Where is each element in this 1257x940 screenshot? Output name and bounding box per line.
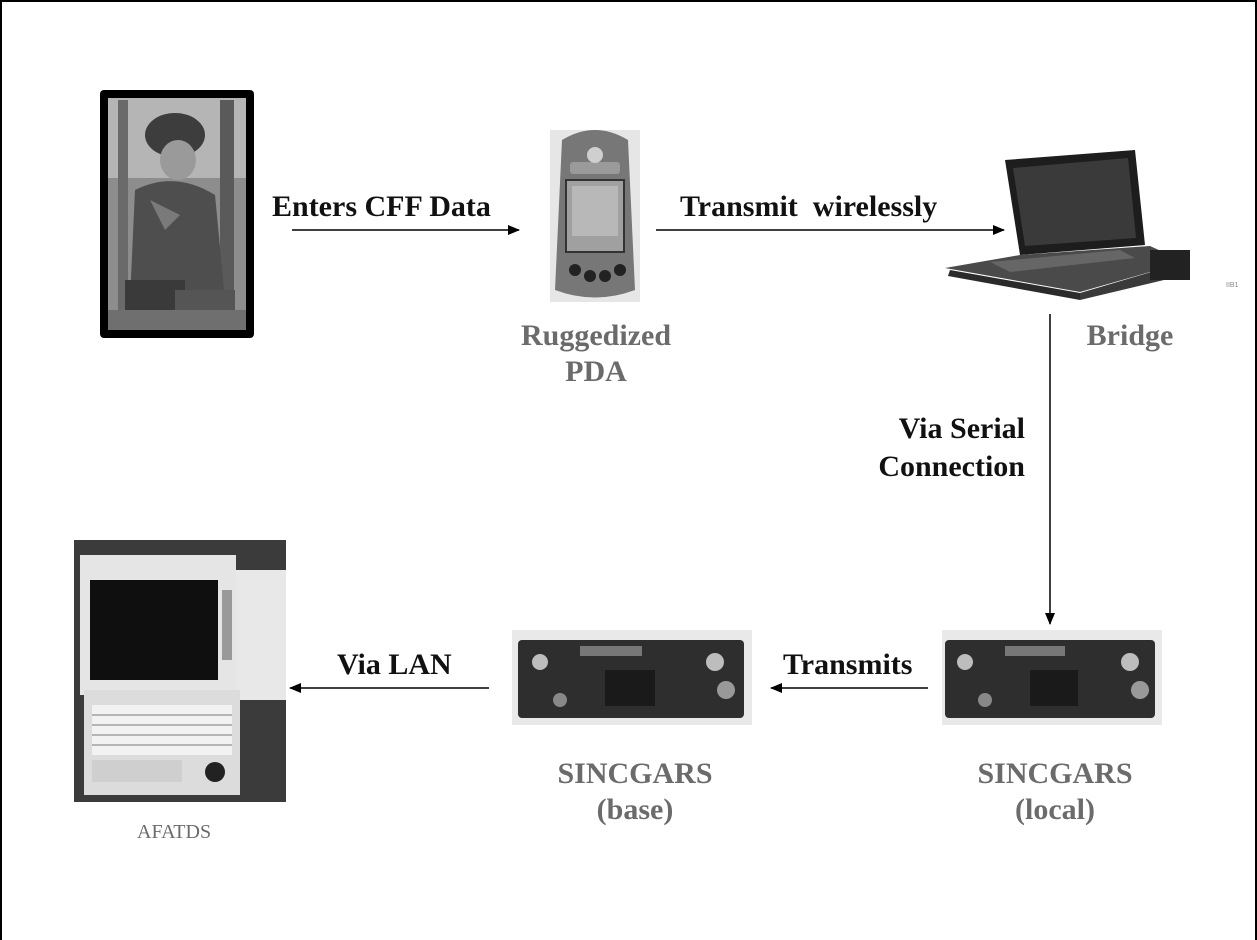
pda-photo [550,130,640,302]
radio-photo [942,630,1162,725]
node-label-bridge-text: Bridge [1086,319,1174,352]
edge-label-via-serial: Via Serial Connection [878,410,1025,486]
node-label-sincgars-base-line2: (base) [596,793,674,826]
edge-label-transmits: Transmits [783,648,913,681]
node-label-sincgars-base-line1: SINCGARS [557,757,713,790]
edge-label-via-lan: Via LAN [337,648,452,681]
soldier-photo [100,90,254,338]
edge-label-transmit-wireless: Transmit wirelessly [680,190,938,223]
node-label-bridge: Bridge [1070,318,1190,354]
node-label-pda-line1: Ruggedized [521,319,671,352]
node-label-sincgars-local-line1: SINCGARS [977,757,1133,790]
laptop-mark: IIB1 [1226,282,1239,289]
node-label-sincgars-base: SINCGARS (base) [540,756,730,828]
node-label-pda-line2: PDA [565,355,627,388]
edge-label-enters-cff: Enters CFF Data [272,190,491,223]
edge-label-via-serial-line2: Connection [878,450,1025,483]
node-label-sincgars-local: SINCGARS (local) [960,756,1150,828]
node-label-sincgars-local-line2: (local) [1015,793,1095,826]
afatds-terminal-photo [74,540,286,802]
edge-label-via-serial-line1: Via Serial [898,412,1025,445]
laptop-photo [945,150,1190,300]
node-label-afatds: AFATDS [137,821,212,843]
node-label-ruggedized-pda: Ruggedized PDA [506,318,686,390]
radio-photo [512,630,752,725]
